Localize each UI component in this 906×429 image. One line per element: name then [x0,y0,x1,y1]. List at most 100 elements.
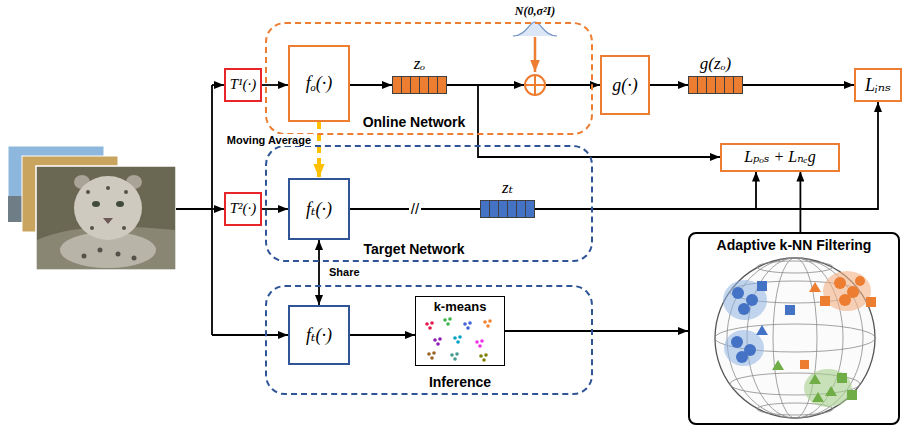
node-label: T¹(·) [230,76,257,93]
kmeans-scatter [453,336,457,340]
hypersphere [715,258,875,418]
hypersphere [756,325,768,335]
kmeans-scatter [433,338,437,342]
kmeans-scatter [483,319,492,328]
kmeans-scatter [443,318,447,322]
hypersphere [731,281,795,363]
input-images [103,218,113,224]
input-images [8,146,176,270]
kmeans-scatter [427,351,436,360]
kmeans-scatter [448,317,452,321]
kmeans-scatter [455,352,459,356]
input-images [116,201,124,207]
node-label: Adaptive k-NN Filtering [717,237,872,253]
input-images [116,252,121,257]
noise-distribution [513,22,557,36]
node-label: g(zₒ) [700,54,731,74]
connector-arrow [505,330,688,332]
kmeans-scatter [483,320,487,324]
hypersphere [738,303,750,315]
node-label: k-means [434,300,487,315]
moving-average-arrow [317,122,321,178]
connector-arrow [350,334,415,336]
hypersphere [855,276,865,286]
hypersphere [820,296,830,306]
input-images [90,226,94,230]
connector-arrow [743,84,854,86]
hypersphere [800,276,876,369]
feature-vector: zₒ [392,76,447,94]
kmeans-scatter [475,339,484,348]
noise-distribution [513,22,557,72]
transform-box: T¹(·) [224,68,262,102]
hypersphere [866,297,876,307]
kmeans-scatter [479,353,488,362]
input-wires [176,85,288,335]
input-images [86,190,90,194]
hypersphere [715,258,875,418]
input-images [36,166,176,270]
kmeans-scatter [479,354,483,358]
node-label: Target Network [364,241,465,257]
connector-arrow [800,172,802,233]
kmeans-scatter [428,326,432,330]
hypersphere [812,392,824,402]
kmeans-scatter [458,335,462,339]
kmeans-scatter [488,319,492,323]
noise-distribution [534,37,537,72]
hypersphere [834,277,846,289]
kmeans-scatter [425,317,492,362]
connector-arrow [350,84,392,86]
node-label: T²(·) [230,200,257,217]
hypersphere [825,386,837,396]
hypersphere [785,305,795,315]
input-images [122,226,126,230]
input-images [98,248,103,253]
kmeans-scatter [427,352,431,356]
node-label: zₜ [502,178,513,198]
hypersphere [723,280,767,320]
input-wires [212,334,288,336]
hypersphere [736,351,748,363]
kmeans-scatter [450,353,454,357]
node-label: zₒ [414,54,425,74]
kmeans-scatter [486,324,490,328]
hypersphere [847,390,857,400]
hypersphere [731,336,743,348]
edge-label: Moving Average [225,134,313,147]
node-label: N(0,σ²I) [515,5,555,19]
kmeans-box: k-means [415,296,505,366]
loss-box: Lᵢₙₛ [854,68,902,102]
node-label: Lᵢₙₛ [865,75,891,96]
kmeans-scatter [466,326,470,330]
noise-adder: N(0,σ²I) [524,74,546,96]
kmeans-scatter [446,322,450,326]
hypersphere [804,369,852,407]
feature-vector: g(zₒ) [688,76,743,94]
hypersphere [715,258,876,418]
kmeans-scatter [482,358,486,362]
input-images [74,176,142,240]
node-label: Online Network [363,114,466,130]
node-label: Lₚₒₛ + Lₙₑg [744,148,816,166]
kmeans-scatter [478,344,482,348]
predictor-box: g(·) [600,55,650,115]
kmeans-scatter [480,339,484,343]
kmeans-scatter [456,340,460,344]
kmeans-scatter [436,342,440,346]
input-wires [212,84,224,86]
encoder-box: fₒ(·) [288,45,350,122]
kmeans-scatter [425,321,434,330]
kmeans-scatter [430,356,434,360]
hypersphere [800,360,809,369]
input-wires [212,208,224,210]
kmeans-scatter [443,317,452,326]
transform-box: T²(·) [224,192,262,226]
node-label: fₒ(·) [306,73,333,94]
loss-box: Lₚₒₛ + Lₙₑg [720,143,840,172]
kmeans-scatter [468,321,472,325]
kmeans-scatter [450,352,459,361]
online-network-region: Online Networkfₒ(·)zₒN(0,σ²I) [265,22,593,135]
